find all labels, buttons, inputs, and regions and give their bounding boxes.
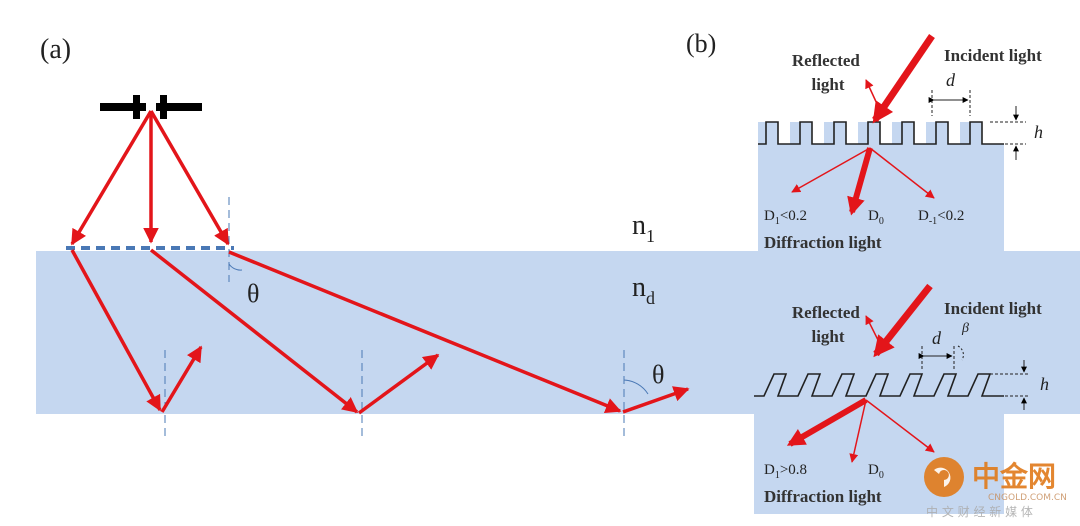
theta-arc-bottom — [623, 379, 649, 395]
dm1-label-top: D-1<0.2 — [918, 208, 964, 227]
watermark-domain: CNGOLD.COM.CN — [988, 493, 1067, 503]
svg-text:nd: nd — [632, 272, 655, 308]
diffracted-ray-dm1-bottom — [865, 399, 935, 453]
d0-label-bottom: D0 — [868, 462, 884, 481]
incident-rays — [70, 110, 230, 246]
height-dimension-top — [990, 106, 1026, 160]
light-source-icon — [100, 95, 202, 119]
waveguide-substrate — [36, 251, 1080, 414]
period-label-bottom: d — [932, 328, 942, 348]
grating-bottom-profile — [754, 373, 1004, 397]
d0-label-top: D0 — [868, 208, 884, 227]
diffraction-label-bottom: Diffraction light — [764, 487, 882, 506]
theta-arc-top — [228, 263, 243, 271]
reflected-label-bottom: Reflected light — [792, 303, 864, 346]
incident-label-top: Incident light — [944, 46, 1042, 65]
diffracted-ray-dm1-top — [869, 147, 935, 199]
period-dimension-bottom — [918, 345, 964, 370]
reflected-ray-bottom — [865, 315, 879, 341]
watermark-brand: 中金网 — [972, 460, 1056, 493]
guided-rays — [70, 248, 690, 415]
reflected-ray-top — [865, 79, 879, 107]
reflected-label-top: Reflected light — [792, 51, 864, 94]
incident-ray-bottom — [873, 283, 933, 358]
diffraction-label-top: Diffraction light — [764, 233, 882, 252]
index-nd: nd — [632, 272, 655, 308]
incident-ray-top — [872, 34, 935, 124]
watermark: 中金网 CNGOLD.COM.CN 中 文 财 经 新 媒 体 — [924, 457, 1067, 519]
theta-label-right: θ — [652, 360, 664, 389]
d1-label-top: D1<0.2 — [764, 208, 807, 227]
theta-label-top: θ — [247, 279, 259, 308]
grating-top-substrate — [758, 122, 1004, 256]
normal-lines — [164, 197, 625, 440]
diffracted-ray-d0-top — [847, 147, 873, 216]
diffracted-ray-d1-top — [791, 147, 871, 193]
period-dimension-top — [928, 90, 971, 116]
watermark-tagline: 中 文 财 经 新 媒 体 — [926, 504, 1033, 519]
height-label-top: h — [1034, 122, 1043, 142]
panel-a-label: (a) — [40, 34, 71, 65]
d1-label-bottom: D1>0.8 — [764, 462, 807, 481]
index-n1: n1 — [632, 210, 655, 246]
diffracted-ray-d0-bottom — [849, 399, 867, 463]
diffracted-ray-d1-bottom — [786, 397, 868, 447]
period-label-top: d — [946, 70, 956, 90]
watermark-logo-icon — [924, 457, 964, 497]
slant-angle-label: β — [961, 321, 969, 336]
panel-b-label: (b) — [686, 29, 716, 58]
incident-label-bottom: Incident light — [944, 299, 1042, 318]
grating-top: d h Reflected light Incident light — [758, 34, 1043, 256]
height-label-bottom: h — [1040, 374, 1049, 394]
height-dimension-bottom — [990, 360, 1030, 410]
svg-text:n1: n1 — [632, 210, 655, 246]
